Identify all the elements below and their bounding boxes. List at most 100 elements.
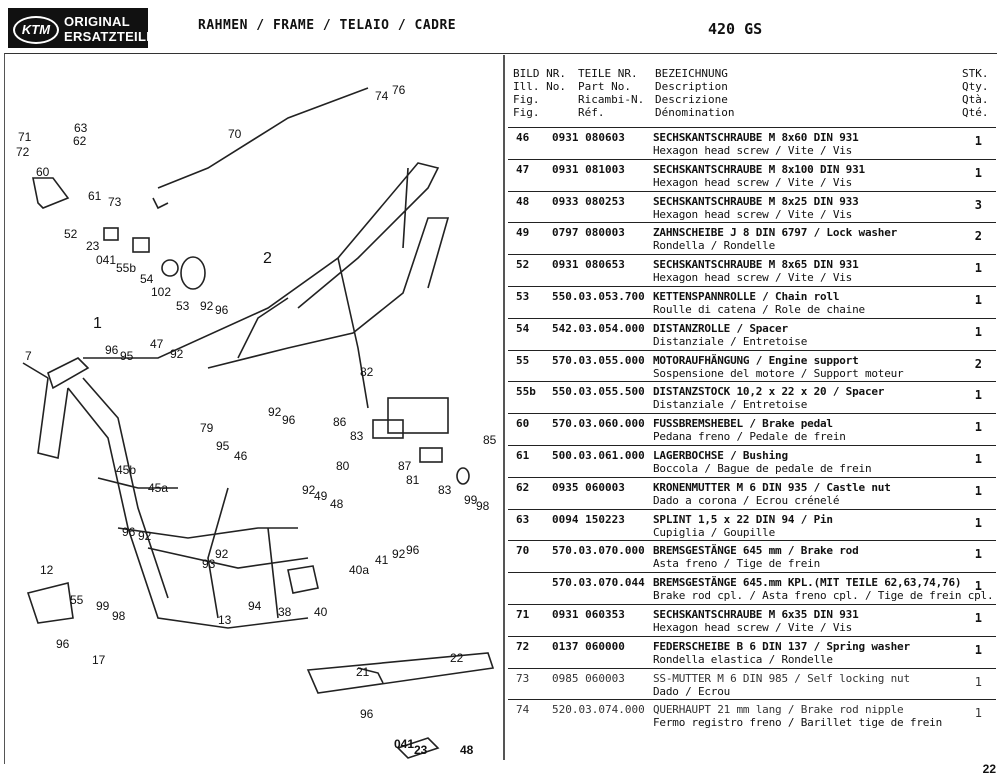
callout: 92 <box>170 347 184 361</box>
row-qty: 1 <box>974 642 982 657</box>
callout: 99 <box>96 599 110 613</box>
callout: 62 <box>73 134 87 148</box>
row-fig: 54 <box>516 321 530 335</box>
row-fig: 55 <box>516 353 530 367</box>
callout: 92 <box>268 405 282 419</box>
callout: 87 <box>398 459 412 473</box>
callout: 85 <box>483 433 497 447</box>
callout: 21 <box>356 665 370 679</box>
row-part-number: 0933 080253 <box>552 194 625 208</box>
col-head-qty: STK. Qty. Qtà. Qté. <box>962 67 989 119</box>
row-description: SS-MUTTER M 6 DIN 985 / Self locking nut <box>653 671 910 685</box>
callout: 60 <box>36 165 50 179</box>
callout: 95 <box>216 439 230 453</box>
callout: 54 <box>140 272 154 286</box>
row-description: SECHSKANTSCHRAUBE M 8x60 DIN 931 <box>653 131 859 144</box>
callout: 45b <box>116 463 136 477</box>
page-header: KTM ORIGINAL ERSATZTEILE RAHMEN / FRAME … <box>0 0 1000 52</box>
row-qty: 1 <box>974 324 982 339</box>
row-part-number: 0985 060003 <box>552 671 625 685</box>
row-translation: Boccola / Bague de pedale de frein <box>653 462 872 475</box>
ktm-logo-mark: KTM <box>13 16 59 44</box>
row-part-number: 0797 080003 <box>552 226 625 240</box>
row-translation: Sospensione del motore / Support moteur <box>653 366 904 380</box>
frame-exploded-diagram: 74 76 70 71 63 62 72 60 61 73 52 23 041 … <box>8 58 500 760</box>
callout: 55 <box>70 593 84 607</box>
frame-drawing <box>22 87 495 759</box>
row-qty: 1 <box>974 388 982 403</box>
callout: 83 <box>350 429 364 443</box>
row-description: SECHSKANTSCHRAUBE M 8x65 DIN 931 <box>653 258 859 272</box>
row-description: BREMSGESTÄNGE 645 mm / Brake rod <box>653 544 859 558</box>
row-part-number: 550.03.055.500 <box>552 385 645 399</box>
row-part-number: 520.03.074.000 <box>552 703 645 717</box>
row-part-number: 570.03.070.000 <box>552 544 645 558</box>
callout: 96 <box>406 543 420 557</box>
row-description: SECHSKANTSCHRAUBE M 8x25 DIN 933 <box>653 194 859 208</box>
row-fig: 71 <box>516 608 530 621</box>
callout: 23 <box>86 239 100 253</box>
row-fig: 62 <box>516 480 530 494</box>
callout: 49 <box>314 489 328 503</box>
row-fig: 63 <box>516 512 530 526</box>
row-fig: 47 <box>516 162 530 176</box>
callout: 53 <box>176 299 190 313</box>
content-frame <box>4 53 997 764</box>
row-translation: Hexagon head screw / Vite / Vis <box>653 621 853 634</box>
row-translation: Brake rod cpl. / Asta freno cpl. / Tige … <box>653 589 994 603</box>
row-qty: 3 <box>974 197 982 212</box>
callout: 12 <box>40 563 54 577</box>
row-translation: Hexagon head screw / Vite / Vis <box>653 207 853 221</box>
row-description: FUSSBREMSHEBEL / Brake pedal <box>653 417 833 431</box>
row-translation: Hexagon head screw / Vite / Vis <box>653 175 853 189</box>
row-part-number: 0931 060353 <box>552 608 625 621</box>
col-head-fig: BILD NR. Ill. No. Fig. Fig. <box>513 67 566 119</box>
row-fig: 73 <box>516 671 530 685</box>
row-description: ZAHNSCHEIBE J 8 DIN 6797 / Lock washer <box>653 226 898 240</box>
row-fig: 60 <box>516 417 530 431</box>
callout: 70 <box>228 127 242 141</box>
callout: 52 <box>64 227 78 241</box>
row-qty: 1 <box>974 547 982 562</box>
row-qty: 1 <box>974 452 982 466</box>
callout: 72 <box>16 145 30 159</box>
row-description: SECHSKANTSCHRAUBE M 8x100 DIN 931 <box>653 162 865 176</box>
row-translation: Dado a corona / Ecrou crénelé <box>653 493 840 507</box>
row-translation: Distanziale / Entretoise <box>653 334 808 348</box>
callout: 73 <box>108 195 122 209</box>
callout: 7 <box>25 349 32 363</box>
row-qty: 1 <box>974 515 982 530</box>
row-qty: 1 <box>974 293 982 307</box>
callout: 96 <box>282 413 296 427</box>
row-description: KRONENMUTTER M 6 DIN 935 / Castle nut <box>653 480 891 494</box>
table-row: 71 0931 060353 SECHSKANTSCHRAUBE M 6x35 DI… <box>508 604 996 637</box>
row-fig: 70 <box>516 544 530 558</box>
callout: 96 <box>56 637 70 651</box>
callout: 96 <box>105 343 119 357</box>
callout: 96 <box>122 525 136 539</box>
row-description: SECHSKANTSCHRAUBE M 6x35 DIN 931 <box>653 608 859 621</box>
row-fig: 53 <box>516 290 530 303</box>
row-qty: 1 <box>974 611 982 625</box>
logo-line2: ERSATZTEILE <box>64 29 156 44</box>
callout: 40a <box>349 563 369 577</box>
row-description: DISTANZROLLE / Spacer <box>653 321 788 335</box>
row-translation: Roulle di catena / Role de chaine <box>653 303 865 316</box>
page-title: RAHMEN / FRAME / TELAIO / CADRE <box>198 18 457 33</box>
frame-diagram-svg: 74 76 70 71 63 62 72 60 61 73 52 23 041 … <box>16 83 497 759</box>
callout: 2 <box>263 250 272 267</box>
callout: 13 <box>218 613 232 627</box>
callout: 99 <box>464 493 478 507</box>
row-qty: 1 <box>974 674 982 689</box>
row-part-number: 550.03.053.700 <box>552 290 645 303</box>
row-part-number: 0935 060003 <box>552 480 625 494</box>
row-part-number: 0931 080603 <box>552 131 625 144</box>
callout: 98 <box>476 499 490 513</box>
callout: 92 <box>392 547 406 561</box>
row-part-number: 570.03.060.000 <box>552 417 645 431</box>
